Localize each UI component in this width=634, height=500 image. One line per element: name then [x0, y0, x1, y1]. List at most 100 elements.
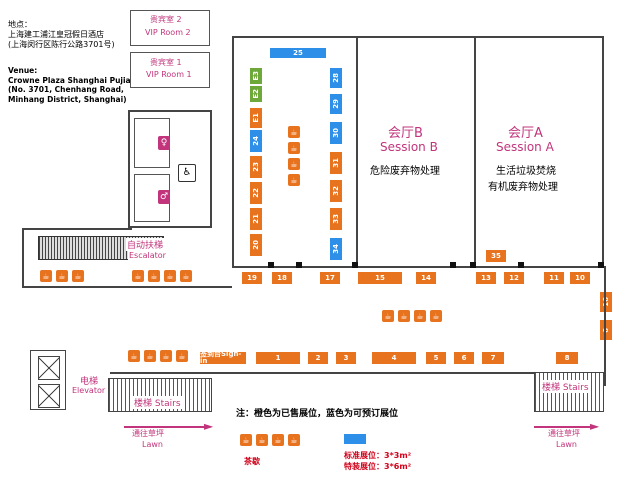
legend-special: 特装展位：3*6m² [344, 462, 412, 471]
corridor-wall-mid [22, 286, 232, 288]
booth-29[interactable]: 29 [330, 94, 342, 114]
booth-13[interactable]: 13 [476, 272, 496, 284]
pillar [352, 262, 358, 268]
booth-22[interactable]: 22 [250, 182, 262, 204]
booth-2[interactable]: 2 [308, 352, 328, 364]
coffee-cup-icon: ☕ [398, 310, 410, 322]
vip-room-1-en: VIP Room 1 [146, 70, 192, 79]
escalator-cn: 自动扶梯 [126, 238, 165, 251]
restroom-female-icon: ♀ [158, 136, 170, 150]
hall-divider-a [474, 38, 476, 266]
booth-8[interactable]: 8 [556, 352, 578, 364]
booth-24-label: 24 [251, 136, 260, 146]
corridor-wall-left [22, 228, 24, 288]
booth-e2[interactable]: E2 [250, 86, 262, 102]
legend-note: 注：橙色为已售展位，蓝色为可预订展位 [236, 409, 399, 419]
booth-21[interactable]: 21 [250, 208, 262, 230]
elevator-car-icon [38, 356, 60, 380]
coffee-cup-icon: ☕ [176, 350, 188, 362]
session-b-topic: 危险废弃物处理 [370, 166, 440, 177]
coffee-cup-icon: ☕ [148, 270, 160, 282]
coffee-cup-icon: ☕ [256, 434, 268, 446]
booth-10[interactable]: 10 [570, 272, 590, 284]
pillar [450, 262, 456, 268]
pillar [598, 262, 604, 268]
session-a-topic-1: 生活垃圾焚烧 [496, 166, 556, 177]
booth-31[interactable]: 31 [330, 152, 342, 174]
booth-6-right[interactable]: 6 [600, 320, 612, 340]
booth-6[interactable]: 6 [454, 352, 474, 364]
booth-23[interactable]: 23 [250, 156, 262, 178]
venue-street-en-2: Minhang District, Shanghai) [8, 94, 127, 104]
session-a-cn: 会厅A [508, 126, 543, 141]
booth-33[interactable]: 33 [330, 208, 342, 230]
booth-19[interactable]: 19 [242, 272, 262, 284]
booth-33-label: 33 [331, 214, 340, 224]
booth-1[interactable]: 1 [256, 352, 300, 364]
venue-address-en: Venue: Crowne Plaza Shanghai Pujiang (No… [8, 66, 141, 104]
stairs-right-label: 楼梯 Stairs [540, 380, 591, 393]
pillar [268, 262, 274, 268]
coffee-cup-icon: ☕ [144, 350, 156, 362]
hall-wall-bottom [232, 266, 604, 268]
booth-16[interactable]: 16 [600, 292, 612, 312]
booth-30[interactable]: 30 [330, 122, 342, 144]
booth-18[interactable]: 18 [272, 272, 292, 284]
booth-e1-label: E1 [251, 113, 260, 123]
escalator-en: Escalator [128, 251, 167, 260]
coffee-cup-icon: ☕ [288, 158, 300, 170]
booth-21-label: 21 [251, 214, 260, 224]
booth-e3[interactable]: E3 [250, 68, 262, 84]
booth-25[interactable]: 25 [270, 48, 326, 58]
booth-20[interactable]: 20 [250, 234, 262, 256]
lawn-right-en: Lawn [556, 440, 577, 449]
corridor-wall-bottom [110, 372, 606, 374]
legend-standard: 标准展位：3*3m² [344, 451, 412, 460]
coffee-cup-icon: ☕ [132, 270, 144, 282]
coffee-cup-icon: ☕ [72, 270, 84, 282]
elevator-cn: 电梯 [80, 377, 99, 387]
hall-wall-top [232, 36, 604, 38]
legend-tea-label: 茶歇 [244, 457, 260, 466]
booth-35[interactable]: 35 [486, 250, 506, 262]
sign-in-desk[interactable]: 签到台Sign-in [200, 351, 246, 365]
booth-e2-label: E2 [251, 89, 260, 99]
coffee-cup-icon: ☕ [180, 270, 192, 282]
booth-20-label: 20 [251, 240, 260, 250]
session-b-en: Session B [380, 140, 438, 154]
booth-14[interactable]: 14 [416, 272, 436, 284]
booth-11[interactable]: 11 [544, 272, 564, 284]
corridor-wall-top-left [22, 228, 132, 230]
coffee-cup-icon: ☕ [288, 174, 300, 186]
pillar [518, 262, 524, 268]
corridor-wall-right [604, 266, 606, 386]
session-a-en: Session A [496, 140, 554, 154]
coffee-cup-icon: ☕ [430, 310, 442, 322]
booth-30-label: 30 [331, 128, 340, 138]
hall-wall-left [232, 36, 234, 266]
arrow-right-icon: ► [590, 419, 600, 433]
booth-5[interactable]: 5 [426, 352, 446, 364]
booth-7[interactable]: 7 [482, 352, 504, 364]
booth-12[interactable]: 12 [504, 272, 524, 284]
venue-label-cn: 地点： [8, 20, 32, 29]
coffee-cup-icon: ☕ [240, 434, 252, 446]
booth-24[interactable]: 24 [250, 130, 262, 152]
pillar [470, 262, 476, 268]
booth-3[interactable]: 3 [336, 352, 356, 364]
booth-4[interactable]: 4 [372, 352, 416, 364]
elevator-car-icon [38, 384, 60, 408]
booth-17[interactable]: 17 [320, 272, 340, 284]
coffee-cup-icon: ☕ [414, 310, 426, 322]
booth-32[interactable]: 32 [330, 180, 342, 202]
booth-e3-label: E3 [251, 71, 260, 81]
venue-label-en: Venue: [8, 66, 38, 75]
hall-divider-b [356, 38, 358, 266]
session-b-cn: 会厅B [388, 126, 423, 141]
booth-15[interactable]: 15 [358, 272, 402, 284]
booth-34[interactable]: 34 [330, 238, 342, 260]
booth-28[interactable]: 28 [330, 68, 342, 88]
booth-e1[interactable]: E1 [250, 108, 262, 128]
session-a-topic-2: 有机废弃物处理 [488, 182, 558, 193]
